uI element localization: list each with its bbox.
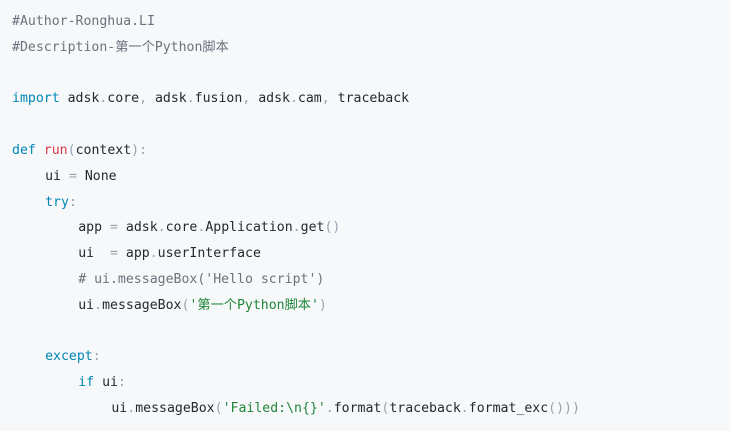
- code-token: #Author-Ronghua.LI: [12, 14, 155, 29]
- code-token: context: [75, 142, 132, 158]
- code-token: .: [99, 91, 108, 107]
- code-token: traceback: [389, 400, 461, 416]
- code-line: #Author-Ronghua.LI: [12, 9, 730, 35]
- code-line: [12, 319, 730, 345]
- code-token: None: [84, 168, 117, 184]
- code-line: ui.messageBox('Failed:\n{}'.format(trace…: [12, 396, 730, 422]
- code-token: ui: [111, 400, 128, 416]
- code-token: (: [381, 400, 390, 416]
- code-line: try:: [12, 190, 730, 216]
- code-token: adsk: [258, 91, 290, 107]
- code-line: [12, 61, 730, 87]
- code-token: :: [117, 375, 126, 391]
- code-token: :: [68, 194, 77, 210]
- code-token: adsk: [59, 91, 100, 107]
- code-token: .: [94, 297, 103, 313]
- code-token: .: [289, 91, 298, 107]
- code-token: fusion: [194, 91, 243, 107]
- code-line: except:: [12, 344, 730, 370]
- code-token: ui: [94, 375, 118, 391]
- code-token: adsk: [154, 91, 187, 107]
- code-token: .: [325, 400, 334, 416]
- code-line: ui = None: [12, 164, 730, 190]
- code-token: Application: [205, 220, 293, 236]
- code-line: import adsk.core, adsk.fusion, adsk.cam,…: [12, 86, 730, 112]
- code-token: '第一个Python脚本': [189, 297, 319, 313]
- code-token: ui: [78, 246, 95, 262]
- code-token: ())): [548, 400, 580, 416]
- code-token: ui: [45, 168, 61, 184]
- code-token: messageBox: [102, 297, 182, 313]
- code-token: :: [92, 349, 101, 365]
- code-line: #Description-第一个Python脚本: [12, 35, 730, 61]
- code-token: ):: [131, 142, 148, 158]
- code-line: ui = app.userInterface: [12, 241, 730, 267]
- code-token: try: [45, 194, 69, 210]
- code-token: .: [186, 91, 195, 107]
- code-token: .: [292, 220, 301, 236]
- code-token: core: [107, 91, 140, 107]
- code-token: #Description-第一个Python脚本: [12, 39, 229, 55]
- code-token: if: [78, 375, 95, 391]
- code-token: traceback: [337, 91, 410, 107]
- code-token: 'Failed:\n{}': [222, 400, 326, 416]
- code-token: get: [300, 220, 325, 236]
- code-token: .: [149, 246, 158, 262]
- code-token: .: [127, 400, 136, 416]
- code-line: # ui.messageBox('Hello script'): [12, 267, 730, 293]
- code-token: (): [324, 220, 341, 236]
- code-token: ,: [321, 91, 338, 107]
- code-token: =: [61, 168, 85, 184]
- code-token: core: [165, 220, 198, 236]
- code-token: userInterface: [157, 246, 261, 262]
- code-token: (: [67, 142, 76, 158]
- code-token: =: [102, 220, 126, 236]
- code-line: app = adsk.core.Application.get(): [12, 215, 730, 241]
- code-token: format_exc: [468, 400, 549, 416]
- code-token: app: [125, 246, 150, 262]
- code-token: adsk: [125, 220, 158, 236]
- code-line: def run(context):: [12, 138, 730, 164]
- code-token: =: [94, 246, 126, 262]
- code-token: except: [45, 349, 93, 365]
- code-line: ui.messageBox('第一个Python脚本'): [12, 293, 730, 319]
- code-token: ,: [139, 91, 155, 107]
- code-token: messageBox: [135, 400, 215, 416]
- code-token: app: [78, 220, 103, 236]
- code-token: cam: [297, 91, 322, 107]
- code-token: .: [197, 220, 206, 236]
- code-token: (: [214, 400, 223, 416]
- code-token: .: [157, 220, 166, 236]
- code-token: run: [43, 142, 68, 158]
- code-token: .: [460, 400, 469, 416]
- code-token: ,: [242, 91, 259, 107]
- code-token: [36, 143, 44, 158]
- code-token: # ui.messageBox('Hello script'): [78, 271, 325, 287]
- code-token: import: [12, 91, 60, 107]
- code-token: ui: [78, 297, 95, 313]
- code-token: def: [12, 142, 36, 158]
- code-line: if ui:: [12, 370, 730, 396]
- code-token: ): [318, 297, 327, 313]
- code-token: format: [333, 400, 382, 416]
- code-line: [12, 112, 730, 138]
- code-token: (: [181, 297, 190, 313]
